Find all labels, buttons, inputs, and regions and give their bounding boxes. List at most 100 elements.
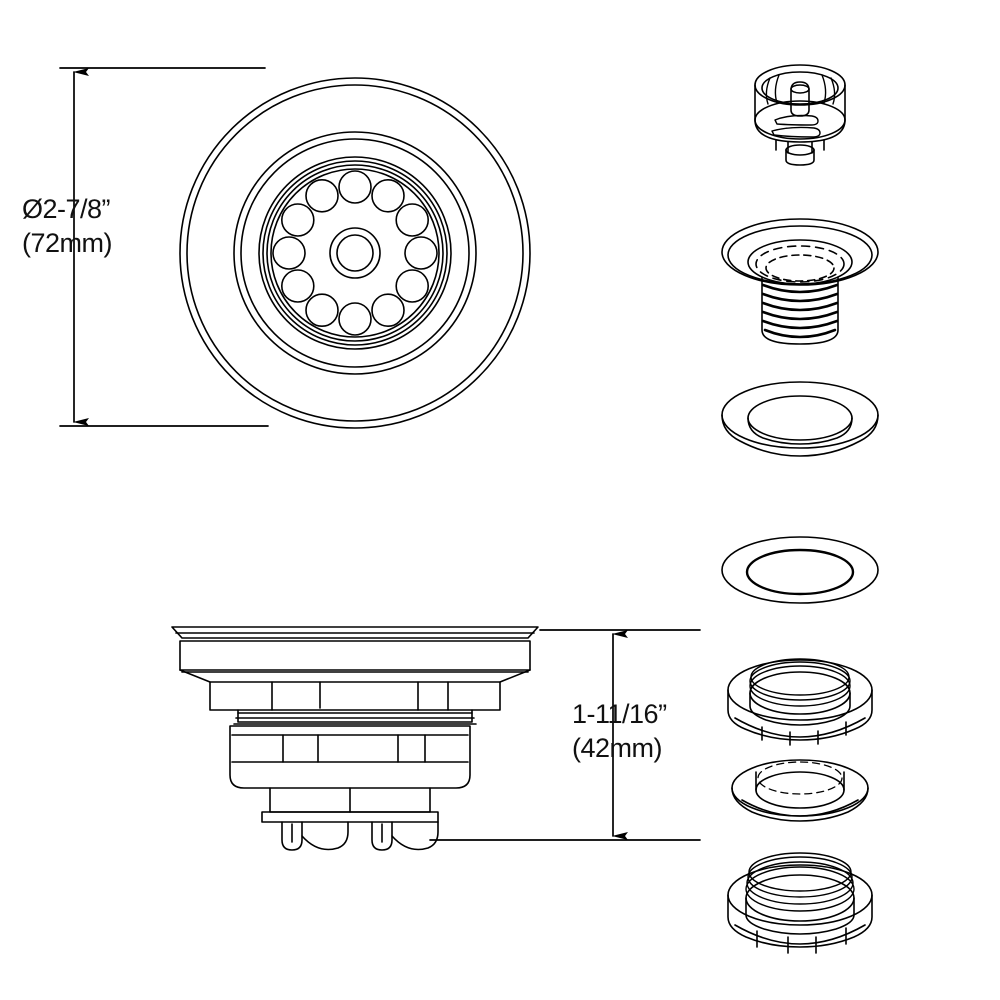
top-view-rim-inner xyxy=(186,84,524,422)
top-view-drain-holes xyxy=(272,170,438,336)
basket-rim-inner xyxy=(761,71,839,105)
drain-hole xyxy=(404,236,438,270)
side-view-flange-lip xyxy=(171,626,539,639)
basket-base-tab xyxy=(785,149,815,166)
basket-slot xyxy=(821,74,827,104)
basket-wall xyxy=(754,84,846,143)
side-view-locknut xyxy=(229,725,471,789)
height-dimension-label: 1-11/16” (42mm) xyxy=(572,697,667,765)
collar-nut-threads xyxy=(745,852,855,912)
cup-washer-base-line xyxy=(741,799,859,817)
gasket-thick-outer-top xyxy=(721,381,879,449)
collar-nut-bore-wall xyxy=(745,897,855,935)
collar-nut-facet xyxy=(756,927,847,954)
drain-hole xyxy=(280,269,315,303)
drain-body-bowl-inner xyxy=(755,245,845,283)
retaining-clip xyxy=(281,821,303,851)
thread-ring xyxy=(763,328,837,339)
basket-lower-ring xyxy=(754,100,846,140)
top-view-outer-rim xyxy=(179,77,531,429)
gasket-thick-inner-wall xyxy=(747,417,853,445)
locknut-bore-wall xyxy=(749,692,851,726)
thread-ellipse xyxy=(750,658,850,696)
exploded-part-rubber-gasket-thick xyxy=(721,381,879,457)
thread-ellipse xyxy=(745,866,855,912)
basket-base-ellipse xyxy=(785,144,815,156)
drain-hole xyxy=(338,302,372,336)
basket-slot xyxy=(765,77,771,105)
basket-post-top xyxy=(790,84,810,94)
height-imperial-text: 1-11/16” xyxy=(572,699,667,729)
basket-slot xyxy=(774,114,819,126)
thread-ring xyxy=(761,319,839,330)
retaining-clip xyxy=(371,821,393,851)
drain-body-shank-outline xyxy=(761,276,839,345)
drain-hole xyxy=(305,293,339,328)
top-view-step-ring-1 xyxy=(258,156,452,350)
top-view-center-hole xyxy=(336,234,374,272)
cup-washer-outer-wall xyxy=(731,787,869,822)
side-view-flange-body xyxy=(179,640,531,671)
thread-ring xyxy=(761,292,839,303)
diameter-imperial-text: Ø2-7/8” xyxy=(22,194,111,224)
thread-ellipse xyxy=(748,852,852,892)
thread-ring xyxy=(761,310,839,321)
side-view xyxy=(171,626,539,851)
basket-slot xyxy=(774,74,780,104)
basket-center-post xyxy=(790,81,810,117)
locknut-base-band xyxy=(734,717,866,738)
cup-washer-inner-collar xyxy=(755,771,845,791)
locknut-outer-top xyxy=(727,659,873,721)
exploded-part-basket-strainer xyxy=(754,64,846,166)
gasket-thin-inner xyxy=(745,548,855,596)
side-view-upper-body xyxy=(209,681,501,711)
height-metric-text: (42mm) xyxy=(572,733,662,763)
gasket-thick-outer-wall xyxy=(721,414,879,457)
drain-hole xyxy=(395,203,430,237)
thread-ellipse xyxy=(746,861,854,905)
drain-hole xyxy=(371,293,405,328)
thread-ellipse xyxy=(749,665,851,707)
basket-slot xyxy=(830,77,836,105)
top-view-step-ring-3 xyxy=(266,164,444,342)
retaining-clip xyxy=(301,821,349,851)
top-view-hole-plate-edge xyxy=(270,168,440,338)
drain-body-flange-outer xyxy=(721,218,879,286)
diameter-dimension xyxy=(59,67,269,427)
top-view-bowl-outer xyxy=(233,131,477,375)
drain-body-bowl xyxy=(747,239,853,285)
top-view-bowl-inner xyxy=(240,138,470,368)
locknut-outer-wall xyxy=(727,689,873,741)
side-view-retaining-clips xyxy=(281,821,439,851)
thread-ellipse xyxy=(747,856,853,898)
exploded-part-pressure-cup-washer xyxy=(731,759,869,822)
retaining-clip xyxy=(391,821,439,851)
drain-hole xyxy=(338,170,372,204)
locknut-internal-threads xyxy=(749,658,851,707)
exploded-part-lock-collar-nut xyxy=(727,852,873,954)
drain-hole xyxy=(395,269,430,303)
thread-ring xyxy=(761,301,839,312)
drain-hole xyxy=(272,236,306,270)
collar-nut-base-band xyxy=(734,924,866,945)
top-view-center-boss-outer xyxy=(329,227,381,279)
exploded-part-flat-gasket-thin xyxy=(721,536,879,604)
drain-body-seat xyxy=(765,254,835,282)
diameter-dimension-label: Ø2-7/8” (72mm) xyxy=(22,192,113,260)
gasket-thin-outer xyxy=(721,536,879,604)
top-view-step-ring-2 xyxy=(262,160,448,346)
cup-washer-hidden-bore xyxy=(757,761,843,795)
cup-washer-bore xyxy=(755,771,845,809)
exploded-part-friction-locknut xyxy=(727,658,873,746)
diameter-metric-text: (72mm) xyxy=(22,228,113,258)
drain-body-threads xyxy=(761,283,839,339)
collar-nut-outer-wall xyxy=(727,894,873,948)
gasket-thick-inner-top xyxy=(747,395,853,441)
top-view xyxy=(179,77,531,429)
side-view-shank-collar xyxy=(261,811,439,823)
drain-hole xyxy=(280,203,315,237)
side-view-flange-taper xyxy=(179,669,531,683)
thread-ring xyxy=(761,283,839,294)
thread-ellipse xyxy=(749,661,851,701)
